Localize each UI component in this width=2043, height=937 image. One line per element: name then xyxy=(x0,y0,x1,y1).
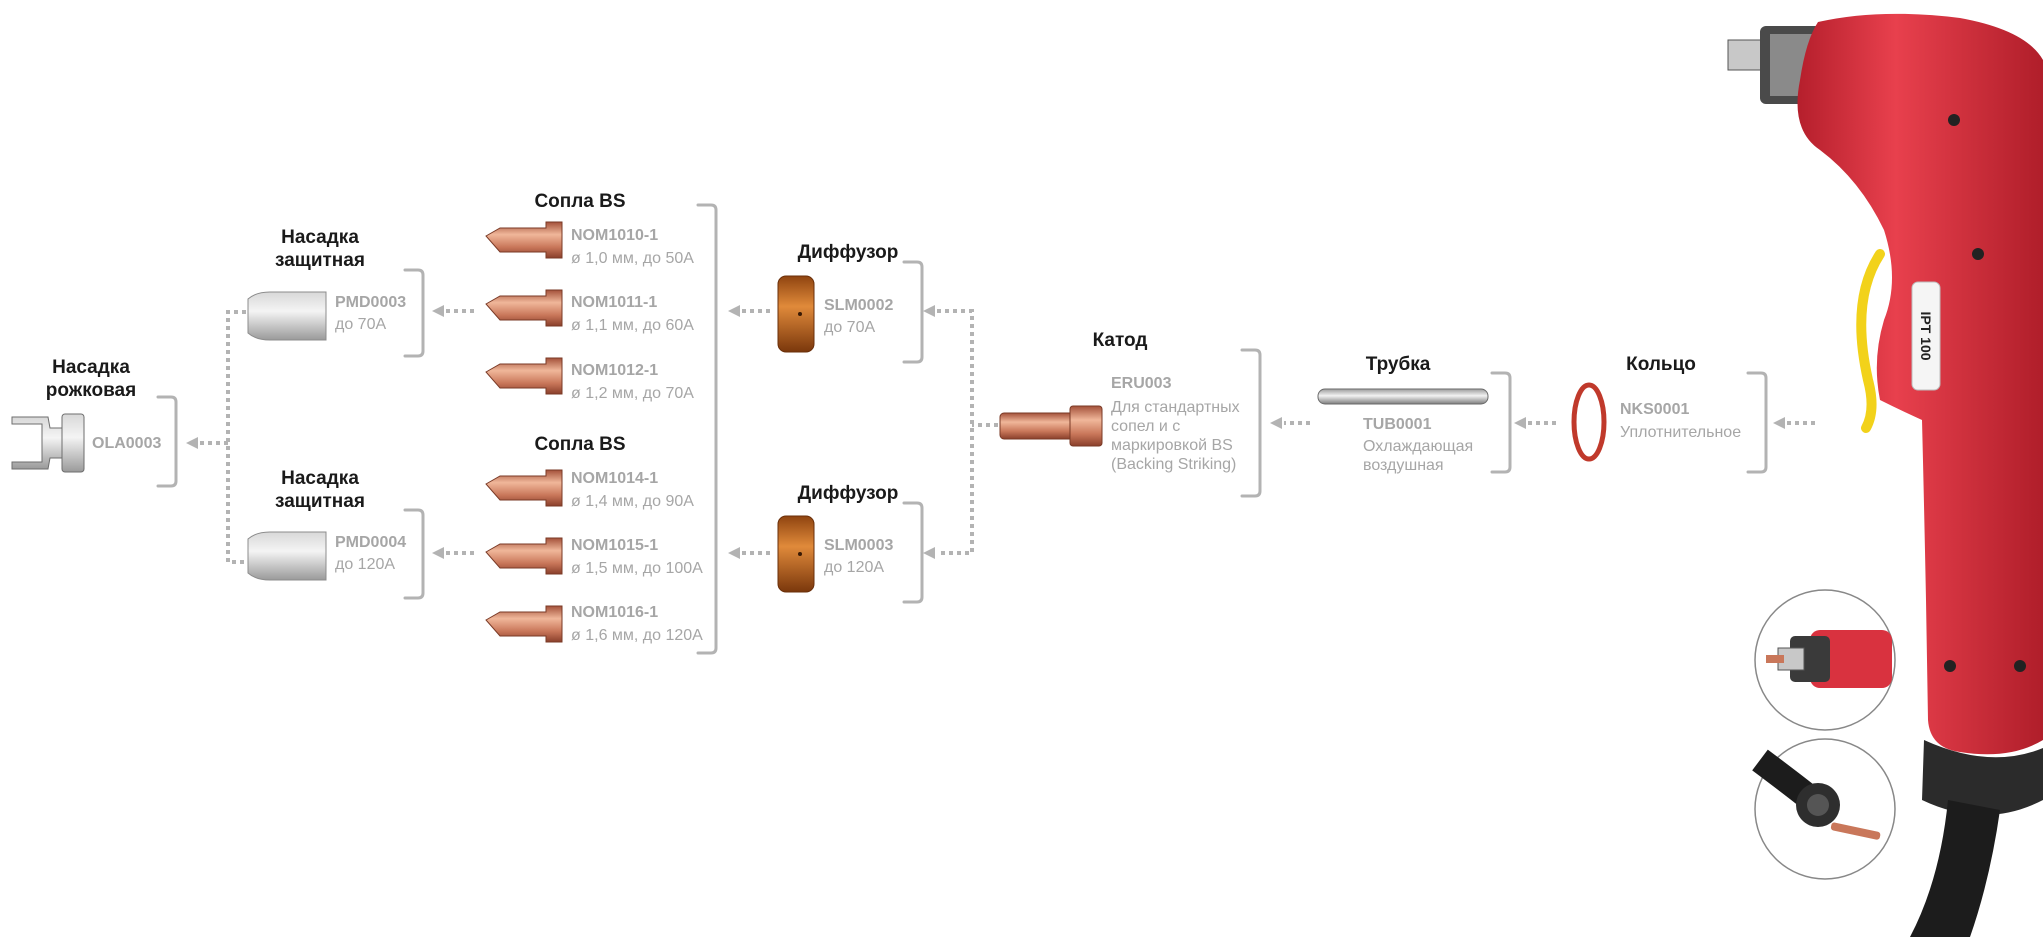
tube-code: TUB0001 xyxy=(1363,416,1432,433)
nozzle-desc: ø 1,0 мм, до 50А xyxy=(571,250,694,267)
cathode-desc: Для стандартных сопел и с маркировкой BS… xyxy=(1111,399,1240,473)
diffuser-top-code: SLM0002 xyxy=(824,297,894,314)
nozzle-code: NOM1011-1 xyxy=(571,294,658,311)
diffuser-bottom-title: Диффузор xyxy=(797,483,899,504)
diffuser-image-bottom xyxy=(777,515,815,593)
nozzle-desc: ø 1,1 мм, до 60А xyxy=(571,317,694,334)
cathode-image xyxy=(999,405,1103,447)
shield-top-code: PMD0003 xyxy=(335,294,407,311)
cathode-title: Катод xyxy=(1092,330,1148,351)
shield-bottom-code: PMD0004 xyxy=(335,534,407,551)
nozzle-code: NOM1014-1 xyxy=(571,470,659,487)
tube-image xyxy=(1317,388,1489,405)
nozzle-desc: ø 1,2 мм, до 70А xyxy=(571,385,694,402)
shield-top-title: Насадка защитная xyxy=(275,227,365,271)
horn-nozzle-code: OLA0003 xyxy=(92,435,162,452)
cathode-code: ERU003 xyxy=(1111,375,1172,392)
nozzle-desc: ø 1,5 мм, до 100А xyxy=(571,560,703,577)
shield-nozzle-image-top xyxy=(247,291,327,341)
torch-head-inset xyxy=(1754,589,1896,731)
diffuser-bottom-desc: до 120А xyxy=(824,559,885,576)
nozzle-code: NOM1010-1 xyxy=(571,227,659,244)
nozzle-images xyxy=(485,221,563,643)
nozzle-desc: ø 1,6 мм, до 120А xyxy=(571,627,703,644)
diffuser-top-title: Диффузор xyxy=(797,242,899,263)
diffuser-bottom-code: SLM0003 xyxy=(824,537,894,554)
cable-connector-inset xyxy=(1752,738,1896,880)
nozzle-code: NOM1012-1 xyxy=(571,362,659,379)
diffuser-image-top xyxy=(777,275,815,353)
diffuser-top-desc: до 70А xyxy=(824,319,876,336)
nozzles-top-title: Сопла BS xyxy=(534,191,626,212)
shield-nozzle-image-bottom xyxy=(247,531,327,581)
shield-top-desc: до 70А xyxy=(335,316,387,333)
nozzle-code: NOM1015-1 xyxy=(571,537,659,554)
horn-nozzle-title: Насадка рожковая xyxy=(45,357,137,401)
torch-model-label: IPT 100 xyxy=(1918,311,1934,361)
shield-bottom-title: Насадка защитная xyxy=(275,468,365,512)
horn-nozzle-image xyxy=(11,413,85,473)
tube-title: Трубка xyxy=(1365,354,1431,375)
o-ring-image xyxy=(1571,382,1607,462)
nozzle-code: NOM1016-1 xyxy=(571,604,659,621)
tube-desc: Охлаждающая воздушная xyxy=(1363,438,1474,474)
ring-desc: Уплотнительное xyxy=(1620,424,1742,441)
shield-bottom-desc: до 120А xyxy=(335,556,396,573)
nozzles-bottom-title: Сопла BS xyxy=(534,434,626,455)
ring-code: NKS0001 xyxy=(1620,401,1690,418)
plasma-torch-image xyxy=(1727,13,2043,937)
ring-title: Кольцо xyxy=(1626,354,1696,375)
nozzle-desc: ø 1,4 мм, до 90А xyxy=(571,493,694,510)
